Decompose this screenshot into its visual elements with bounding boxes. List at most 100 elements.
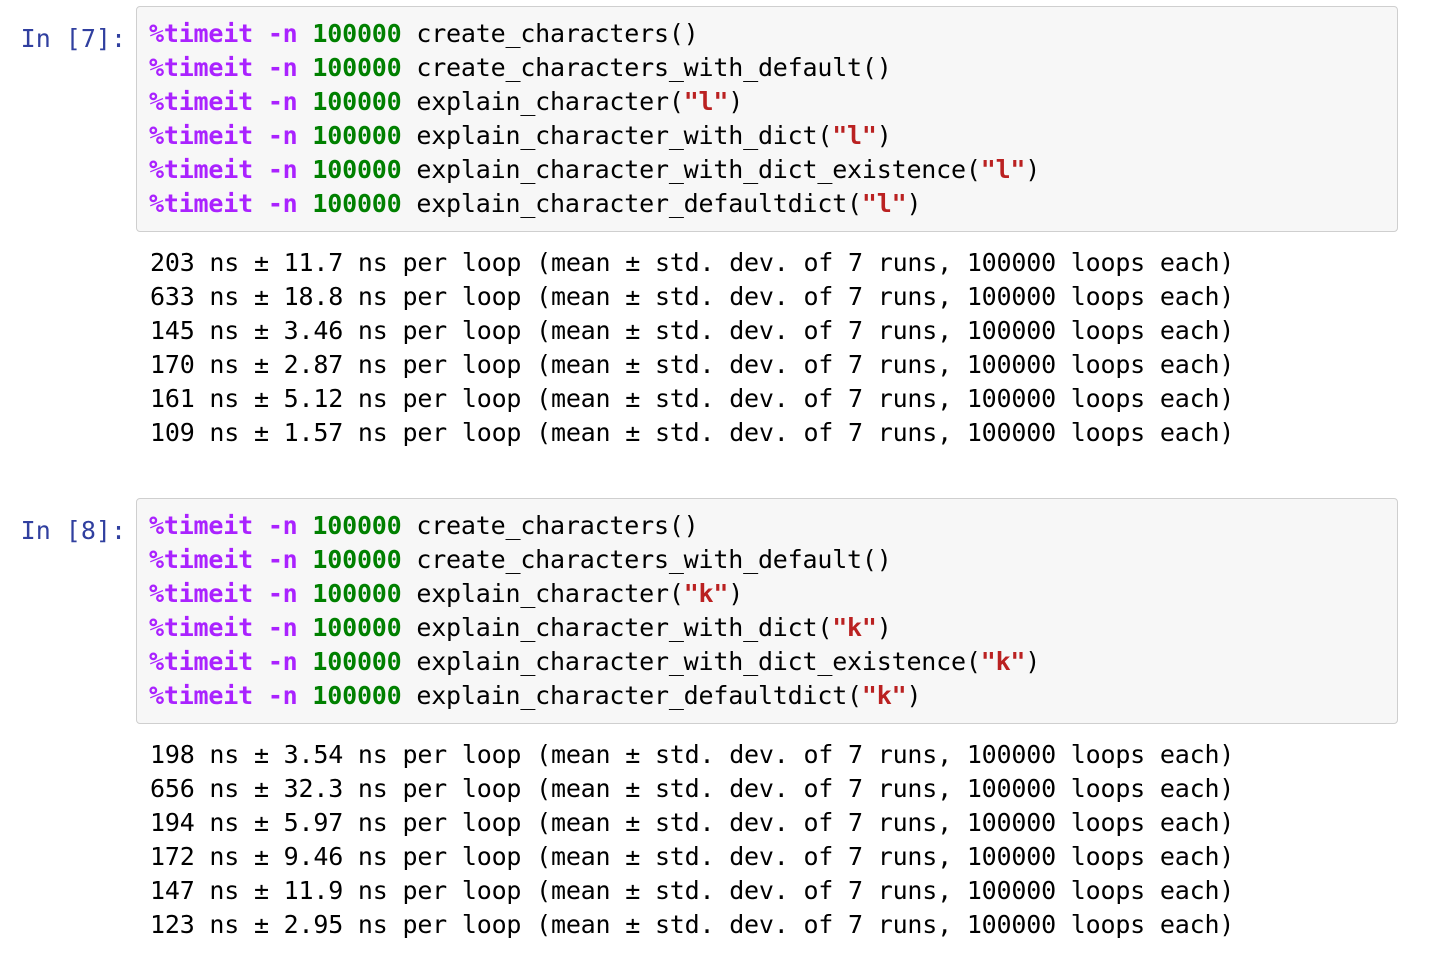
code-line[interactable]: %timeit -n 100000 explain_character_defa… — [149, 187, 1389, 221]
loop-count-token: 100000 — [312, 19, 402, 48]
function-call-token: create_characters() — [416, 19, 699, 48]
output-line: 633 ns ± 18.8 ns per loop (mean ± std. d… — [150, 282, 1235, 311]
magic-command-token: %timeit — [149, 545, 253, 574]
output-cell: 203 ns ± 11.7 ns per loop (mean ± std. d… — [0, 232, 1438, 450]
loop-count-token: 100000 — [312, 613, 402, 642]
function-call-token: explain_character_with_dict( — [416, 121, 833, 150]
code-space — [253, 155, 268, 184]
code-line[interactable]: %timeit -n 100000 explain_character_with… — [149, 611, 1389, 645]
code-line[interactable]: %timeit -n 100000 explain_character_with… — [149, 119, 1389, 153]
loop-count-token: 100000 — [312, 87, 402, 116]
code-space — [298, 155, 313, 184]
magic-command-token: %timeit — [149, 121, 253, 150]
code-space — [402, 19, 417, 48]
code-line[interactable]: %timeit -n 100000 create_characters_with… — [149, 51, 1389, 85]
code-space — [253, 53, 268, 82]
code-space — [298, 189, 313, 218]
output-line: 203 ns ± 11.7 ns per loop (mean ± std. d… — [150, 248, 1235, 277]
code-space — [298, 579, 313, 608]
code-line[interactable]: %timeit -n 100000 explain_character_with… — [149, 645, 1389, 679]
function-call-token: explain_character_with_dict_existence( — [416, 647, 981, 676]
code-cell[interactable]: In [7]: %timeit -n 100000 create_characte… — [0, 6, 1438, 232]
code-line[interactable]: %timeit -n 100000 explain_character("k") — [149, 577, 1389, 611]
closing-paren-token: ) — [876, 613, 892, 642]
notebook-container: In [7]: %timeit -n 100000 create_characte… — [0, 6, 1438, 942]
string-literal-token: "l" — [683, 87, 729, 116]
code-space — [402, 155, 417, 184]
code-space — [253, 647, 268, 676]
flag-token: -n — [267, 121, 298, 150]
magic-command-token: %timeit — [149, 579, 253, 608]
code-space — [253, 87, 268, 116]
code-space — [298, 681, 313, 710]
string-literal-token: "k" — [980, 647, 1026, 676]
code-space — [402, 647, 417, 676]
code-space — [253, 613, 268, 642]
magic-command-token: %timeit — [149, 87, 253, 116]
function-call-token: create_characters() — [416, 511, 699, 540]
closing-paren-token: ) — [1025, 647, 1041, 676]
function-call-token: explain_character_with_dict( — [416, 613, 833, 642]
code-space — [402, 579, 417, 608]
code-line[interactable]: %timeit -n 100000 create_characters_with… — [149, 543, 1389, 577]
output-line: 123 ns ± 2.95 ns per loop (mean ± std. d… — [150, 910, 1235, 939]
code-space — [253, 189, 268, 218]
loop-count-token: 100000 — [312, 53, 402, 82]
output-prompt-spacer — [0, 232, 136, 282]
output-line: 109 ns ± 1.57 ns per loop (mean ± std. d… — [150, 418, 1235, 447]
code-line[interactable]: %timeit -n 100000 create_characters() — [149, 17, 1389, 51]
code-space — [298, 511, 313, 540]
code-cell[interactable]: In [8]: %timeit -n 100000 create_characte… — [0, 498, 1438, 724]
code-space — [402, 53, 417, 82]
code-line[interactable]: %timeit -n 100000 explain_character("l") — [149, 85, 1389, 119]
code-line[interactable]: %timeit -n 100000 explain_character_with… — [149, 153, 1389, 187]
magic-command-token: %timeit — [149, 613, 253, 642]
code-line[interactable]: %timeit -n 100000 create_characters() — [149, 509, 1389, 543]
flag-token: -n — [267, 87, 298, 116]
function-call-token: explain_character( — [416, 579, 684, 608]
string-literal-token: "k" — [861, 681, 907, 710]
output-stream-area: 198 ns ± 3.54 ns per loop (mean ± std. d… — [136, 724, 1438, 942]
string-literal-token: "k" — [832, 613, 877, 642]
magic-command-token: %timeit — [149, 155, 253, 184]
function-call-token: explain_character_with_dict_existence( — [416, 155, 981, 184]
function-call-token: create_characters_with_default() — [416, 53, 892, 82]
loop-count-token: 100000 — [312, 189, 402, 218]
code-editor-area[interactable]: %timeit -n 100000 create_characters()%ti… — [136, 498, 1398, 724]
code-space — [253, 579, 268, 608]
loop-count-token: 100000 — [312, 579, 402, 608]
output-line: 161 ns ± 5.12 ns per loop (mean ± std. d… — [150, 384, 1235, 413]
code-space — [298, 19, 313, 48]
flag-token: -n — [267, 579, 298, 608]
code-space — [402, 189, 417, 218]
code-space — [253, 121, 268, 150]
code-space — [298, 647, 313, 676]
code-editor-area[interactable]: %timeit -n 100000 create_characters()%ti… — [136, 6, 1398, 232]
input-prompt-label: In [8]: — [20, 516, 126, 545]
magic-command-token: %timeit — [149, 511, 253, 540]
output-line: 172 ns ± 9.46 ns per loop (mean ± std. d… — [150, 842, 1235, 871]
flag-token: -n — [267, 613, 298, 642]
flag-token: -n — [267, 647, 298, 676]
cell-separator — [0, 450, 1438, 498]
input-prompt-label: In [7]: — [20, 24, 126, 53]
string-literal-token: "l" — [861, 189, 907, 218]
flag-token: -n — [267, 189, 298, 218]
code-line[interactable]: %timeit -n 100000 explain_character_defa… — [149, 679, 1389, 713]
flag-token: -n — [267, 19, 298, 48]
loop-count-token: 100000 — [312, 511, 402, 540]
code-space — [298, 53, 313, 82]
output-stream-area: 203 ns ± 11.7 ns per loop (mean ± std. d… — [136, 232, 1438, 450]
output-line: 170 ns ± 2.87 ns per loop (mean ± std. d… — [150, 350, 1235, 379]
output-cell: 198 ns ± 3.54 ns per loop (mean ± std. d… — [0, 724, 1438, 942]
code-space — [253, 545, 268, 574]
output-line: 147 ns ± 11.9 ns per loop (mean ± std. d… — [150, 876, 1235, 905]
code-space — [402, 681, 417, 710]
code-space — [402, 87, 417, 116]
closing-paren-token: ) — [728, 87, 744, 116]
flag-token: -n — [267, 545, 298, 574]
closing-paren-token: ) — [1025, 155, 1041, 184]
string-literal-token: "k" — [683, 579, 729, 608]
magic-command-token: %timeit — [149, 19, 253, 48]
loop-count-token: 100000 — [312, 647, 402, 676]
